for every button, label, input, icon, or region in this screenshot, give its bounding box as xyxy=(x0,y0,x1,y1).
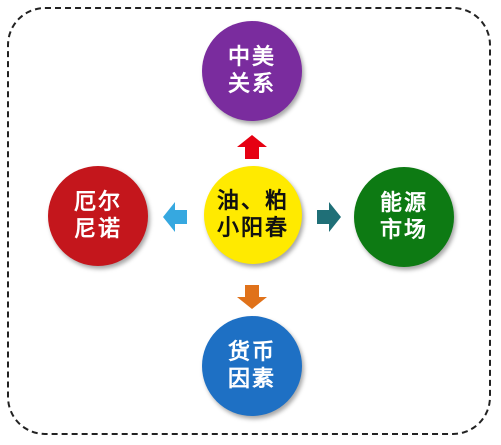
center-node: 油、粕 小阳春 xyxy=(204,166,302,264)
bottom-node-label: 货币 因素 xyxy=(228,339,276,394)
top-node-line-1: 中美 xyxy=(227,44,276,70)
top-node-label: 中美 关系 xyxy=(228,44,276,99)
arrow-right-shape xyxy=(317,202,341,232)
center-label-line-1: 油、粕 xyxy=(216,188,289,214)
right-node-label: 能源 市场 xyxy=(380,190,428,245)
arrow-right-icon xyxy=(317,202,341,232)
right-node-line-1: 能源 xyxy=(379,190,428,216)
bottom-node-line-1: 货币 xyxy=(227,339,276,365)
top-node-line-2: 关系 xyxy=(227,72,276,97)
left-node-label: 厄尔 尼诺 xyxy=(74,189,122,244)
arrow-left-icon xyxy=(163,202,187,232)
top-node: 中美 关系 xyxy=(202,21,302,121)
bottom-node: 货币 因素 xyxy=(202,316,302,416)
arrow-left-shape xyxy=(163,202,187,232)
arrow-up-shape xyxy=(237,135,267,159)
arrow-down-icon xyxy=(237,285,267,309)
center-label: 油、粕 小阳春 xyxy=(217,188,289,243)
bottom-node-line-2: 因素 xyxy=(227,367,276,392)
arrow-up-icon xyxy=(237,135,267,159)
dashed-frame xyxy=(7,7,491,435)
left-node-line-2: 尼诺 xyxy=(73,217,122,242)
left-node: 厄尔 尼诺 xyxy=(48,166,148,266)
right-node: 能源 市场 xyxy=(354,167,454,267)
right-node-line-2: 市场 xyxy=(379,218,428,243)
left-node-line-1: 厄尔 xyxy=(73,189,122,215)
center-label-line-2: 小阳春 xyxy=(216,216,289,241)
arrow-down-shape xyxy=(237,285,267,309)
